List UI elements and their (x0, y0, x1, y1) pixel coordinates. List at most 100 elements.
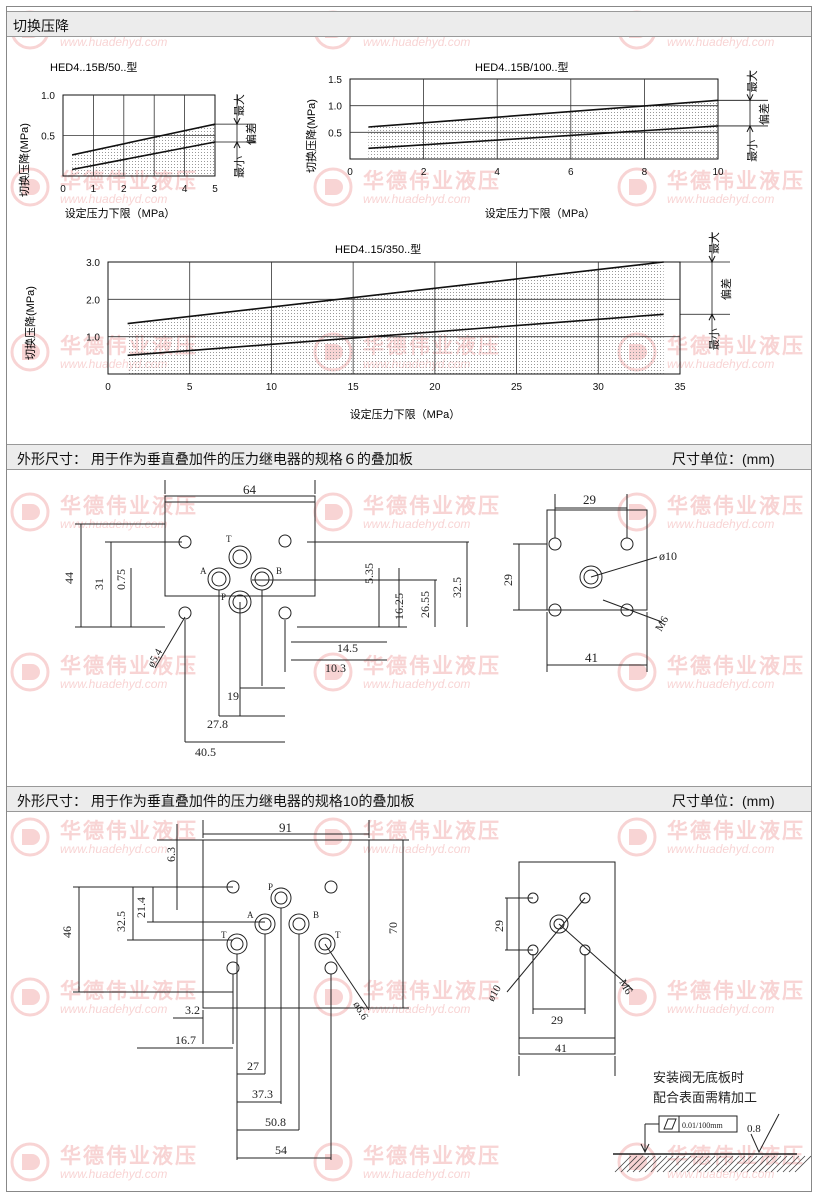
max-label: 最大 (232, 94, 246, 116)
watermark-logo-icon (313, 977, 353, 1017)
watermark-url: www.huadehyd.com (60, 1167, 168, 1181)
dim-14-5: 14.5 (337, 641, 358, 655)
hatch-line (692, 1155, 710, 1173)
watermark-logo-icon (617, 492, 657, 532)
watermark-text: 华德伟业液压 (60, 1144, 198, 1168)
dim-32-5: 32.5 (450, 577, 464, 598)
watermark-logo-icon (10, 167, 50, 207)
x-tick-label: 0 (60, 184, 66, 195)
dim-0-75: 0.75 (114, 569, 128, 590)
x-axis-label: 设定压力下限（MPa） (350, 407, 461, 421)
min-label: 最小 (746, 140, 759, 162)
arrow-down-icon (233, 117, 241, 126)
side-dim-41: 41 (555, 1041, 567, 1055)
x-tick-label: 25 (511, 382, 523, 393)
hatch-line (770, 1155, 788, 1173)
dim-64: 64 (243, 482, 257, 497)
watermark-logo-icon (617, 977, 657, 1017)
hatch-line (614, 1155, 632, 1173)
dim-70: 70 (386, 922, 400, 934)
dim-44: 44 (62, 572, 76, 584)
watermark-text: 华德伟业液压 (667, 979, 805, 1003)
side-dim-29-top: 29 (583, 492, 596, 507)
x-tick-label: 10 (266, 382, 278, 393)
dim-37-3: 37.3 (252, 1087, 273, 1101)
hatch-line (734, 1155, 752, 1173)
side-dim-29-left: 29 (492, 920, 506, 932)
dim-54: 54 (275, 1143, 287, 1157)
y-tick-label: 0.5 (41, 132, 55, 143)
watermark-url: www.huadehyd.com (363, 35, 471, 49)
dim-hole-dia: ø6.6 (350, 1000, 370, 1023)
y-tick-label: 0.5 (328, 128, 342, 139)
x-tick-label: 3 (151, 184, 157, 195)
hatch-line (764, 1155, 782, 1173)
watermark-logo-icon (313, 652, 353, 692)
port-t: T (226, 534, 232, 544)
y-tick-label: 1.0 (86, 333, 100, 344)
watermark-text: 华德伟业液压 (363, 169, 501, 193)
x-tick-label: 1 (91, 184, 97, 195)
x-tick-label: 4 (182, 184, 188, 195)
side-dim-m6: M6 (653, 614, 671, 634)
watermark-logo-icon (10, 977, 50, 1017)
chart-title: HED4..15/350..型 (335, 242, 421, 256)
arrow-icon (640, 1143, 650, 1154)
arrow-up-icon (233, 140, 241, 149)
x-tick-label: 2 (121, 184, 127, 195)
side-dim-29-bottom: 29 (551, 1013, 563, 1027)
roughness-value: 0.8 (747, 1123, 761, 1135)
y-axis-label: 切换压降(MPa) (23, 286, 37, 360)
x-tick-label: 20 (429, 382, 441, 393)
hatch-line (758, 1155, 776, 1173)
watermark-text: 华德伟业液压 (363, 654, 501, 678)
drawing-size10: 91 6.3 46 32.5 21.4 70 3.2 16.7 27 37.3 … (60, 820, 811, 1173)
watermark-text: 华德伟业液压 (363, 819, 501, 843)
watermark-text: 华德伟业液压 (667, 819, 805, 843)
section-header-pressure-drop: 切换压降 (7, 11, 811, 37)
hatch-line (788, 1155, 806, 1173)
chart-title: HED4..15B/50..型 (50, 60, 137, 74)
hatch-line (728, 1155, 746, 1173)
x-tick-label: 0 (105, 382, 111, 393)
watermark-url: www.huadehyd.com (363, 192, 471, 206)
watermark-logo-icon (617, 652, 657, 692)
hatch-line (776, 1155, 794, 1173)
side-dim-dia10: ø10 (659, 549, 677, 563)
arrow-down-icon (746, 94, 754, 102)
x-tick-label: 15 (348, 382, 360, 393)
watermark-logo-icon (10, 1142, 50, 1182)
dim-27-8: 27.8 (207, 717, 228, 731)
surface-hatch (614, 1155, 811, 1173)
x-tick-label: 0 (347, 167, 353, 178)
series-line-max (71, 123, 216, 156)
dim-32-5: 32.5 (114, 911, 128, 932)
hatch-line (710, 1155, 728, 1173)
x-tick-label: 8 (642, 167, 648, 178)
watermark-url: www.huadehyd.com (667, 842, 775, 856)
side-plate-outline (546, 509, 648, 611)
dim-10-3: 10.3 (325, 661, 346, 675)
hatch-line (794, 1155, 811, 1173)
hatch-line (650, 1155, 668, 1173)
x-tick-label: 4 (494, 167, 500, 178)
port-a: A (200, 566, 207, 576)
watermark-text: 华德伟业液压 (667, 169, 805, 193)
roughness-symbol-icon (750, 1113, 780, 1154)
dev-label: 偏差 (757, 103, 771, 125)
watermark-text: 华德伟业液压 (60, 979, 198, 1003)
hatch-line (752, 1155, 770, 1173)
min-label: 最小 (708, 328, 721, 350)
watermark-url: www.huadehyd.com (363, 517, 471, 531)
hatch-line (656, 1155, 674, 1173)
x-tick-label: 30 (593, 382, 605, 393)
dim-46: 46 (60, 926, 74, 938)
